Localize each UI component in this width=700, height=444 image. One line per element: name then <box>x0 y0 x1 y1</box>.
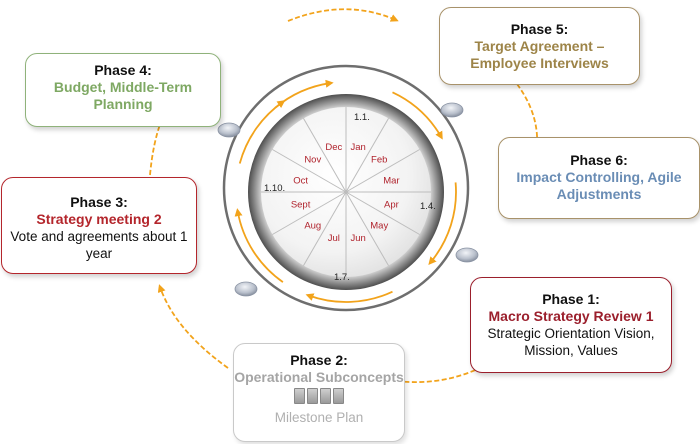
phase4-subtitle: Budget, Middle-Term Planning <box>53 79 193 112</box>
phase3-title: Phase 3: <box>70 194 128 210</box>
inner-arc-arrow <box>305 290 393 303</box>
phase1-title: Phase 1: <box>542 291 600 307</box>
ring-discs <box>217 102 479 297</box>
phase6-title: Phase 6: <box>570 152 628 168</box>
month-label: Oct <box>293 175 308 186</box>
phase3-subtitle: Strategy meeting 2 <box>36 211 162 227</box>
phase5-subtitle: Target Agreement – Employee Interviews <box>470 38 609 71</box>
dial-spoke <box>272 191 347 235</box>
month-label: Jun <box>351 233 366 244</box>
inner-arc-arrow <box>428 182 457 266</box>
flow-arrow <box>157 284 229 369</box>
phase1-subtitle: Macro Strategy Review 1 <box>488 308 654 324</box>
outer-ring <box>222 64 470 312</box>
ring-disc <box>455 247 479 263</box>
dial-spoke <box>303 191 347 266</box>
month-label: Feb <box>371 154 387 165</box>
phase5-box: Phase 5: Target Agreement – Employee Int… <box>439 7 640 85</box>
dial-spoke <box>272 149 347 193</box>
inner-arc-arrow <box>238 100 286 164</box>
month-label: Aug <box>304 221 321 232</box>
dial-spoke <box>303 118 347 193</box>
month-label: Jan <box>351 142 366 153</box>
inner-arc-arrow <box>392 91 443 140</box>
month-label: Dec <box>325 142 342 153</box>
date-label-jul: 1.7. <box>334 272 350 283</box>
phase6-box: Phase 6: Impact Controlling, Agile Adjus… <box>498 137 700 219</box>
month-label: Mar <box>383 175 399 186</box>
flow-arrow <box>287 8 399 22</box>
ring-disc <box>234 281 258 297</box>
month-label: Jul <box>328 233 340 244</box>
phase2-subtitle: Operational Subconcepts <box>234 369 404 385</box>
ring-disc <box>217 122 241 138</box>
phase4-box: Phase 4: Budget, Middle-Term Planning <box>25 53 221 127</box>
phase3-description: Vote and agreements about 1 year <box>10 229 188 261</box>
dial-spoke <box>345 118 389 193</box>
month-label: Apr <box>384 200 399 211</box>
inner-arc-arrow <box>234 208 284 283</box>
dial-spokes <box>261 107 431 277</box>
month-label: May <box>370 221 388 232</box>
date-label-oct: 1.10. <box>264 183 285 194</box>
phase3-box: Phase 3: Strategy meeting 2 Vote and agr… <box>1 177 197 274</box>
phase2-title: Phase 2: <box>290 352 348 368</box>
ring-disc <box>440 102 464 118</box>
dial-spoke <box>345 149 420 193</box>
date-label-apr: 1.4. <box>420 201 436 212</box>
phase1-box: Phase 1: Macro Strategy Review 1 Strateg… <box>470 277 672 373</box>
phase5-title: Phase 5: <box>510 21 569 37</box>
month-label: Sept <box>291 200 311 211</box>
date-label-jan: 1.1. <box>354 112 370 123</box>
dial-spoke <box>345 191 389 266</box>
document-stack-icon <box>234 388 404 406</box>
phase2-box: Phase 2: Operational Subconcepts Milesto… <box>233 343 405 442</box>
phase2-milestone: Milestone Plan <box>274 410 364 425</box>
phase1-description: Strategic Orientation Vision, Mission, V… <box>487 326 655 358</box>
phase4-title: Phase 4: <box>94 62 152 78</box>
inner-cycle-arrows <box>234 79 457 303</box>
phase6-subtitle: Impact Controlling, Agile Adjustments <box>516 169 682 202</box>
dial-spoke <box>345 191 420 235</box>
month-label: Nov <box>304 154 321 165</box>
